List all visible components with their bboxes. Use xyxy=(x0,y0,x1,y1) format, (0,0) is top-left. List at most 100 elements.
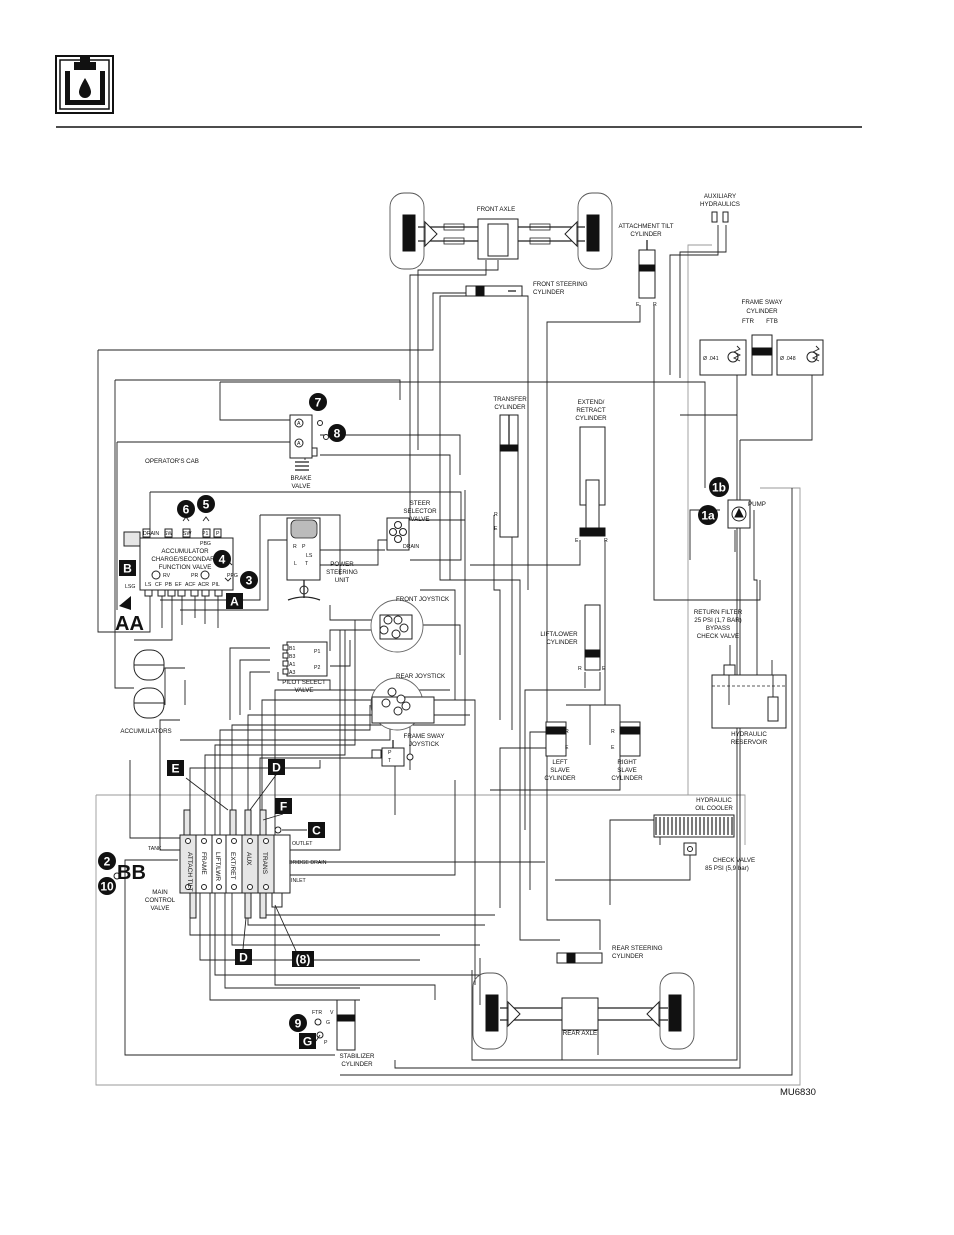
left-slave-r: R xyxy=(565,729,569,735)
pilot-a1: A1 xyxy=(289,662,295,668)
lift-lower-label-1: LIFT/LOWER xyxy=(540,631,578,638)
orifice-048-label: Ø .048 xyxy=(780,356,796,362)
callout-1a: 1a xyxy=(701,509,715,523)
oil-cooler-label-1: HYDRAULIC xyxy=(696,797,732,804)
right-slave-label-3: CYLINDER xyxy=(611,775,643,782)
right-slave-label-1: RIGHT xyxy=(617,759,636,766)
attachment-tilt-e: E xyxy=(636,302,640,308)
stab-g: G xyxy=(326,1020,330,1026)
oil-cooler-label-2: OIL COOLER xyxy=(695,805,733,812)
extend-label-2: RETRACT xyxy=(576,407,605,414)
hydraulic-system-icon xyxy=(55,55,114,114)
acc-acf-label: ACF xyxy=(185,582,195,588)
rear-axle-label: REAR AXLE xyxy=(563,1030,597,1037)
main-cv-label-3: VALVE xyxy=(150,905,169,912)
aux-hydraulics-label-2: HYDRAULICS xyxy=(700,201,740,208)
power-steering-label-2: STEERING xyxy=(326,569,358,576)
right-slave-e: E xyxy=(611,745,615,751)
section-aux: AUX xyxy=(245,852,252,866)
extend-label-1: EXTEND/ xyxy=(578,399,605,406)
svg-text:A: A xyxy=(297,421,301,427)
frame-sway-joystick-label-2: JOYSTICK xyxy=(409,741,440,748)
callout-10: 10 xyxy=(100,880,114,894)
stabilizer-label-2: CYLINDER xyxy=(341,1061,373,1068)
frame-sway-p: P xyxy=(388,750,392,756)
acc-valve-label-2: CHARGE/SECONDARY xyxy=(151,556,218,563)
operators-cab-label: OPERATOR'S CAB xyxy=(145,458,199,465)
rear-steering-label-2: CYLINDER xyxy=(612,953,644,960)
svg-text:P: P xyxy=(302,544,306,550)
callout-3: 3 xyxy=(246,574,253,588)
acc-ef-label: EF xyxy=(175,582,182,588)
callout-9: 9 xyxy=(295,1017,302,1031)
hydraulic-reservoir xyxy=(711,664,787,729)
reservoir-label-1: HYDRAULIC xyxy=(731,731,767,738)
frame-sway-cyl-label-1: FRAME SWAY xyxy=(742,299,783,306)
accumulators-label: ACCUMULATORS xyxy=(120,728,171,735)
return-filter-label-2: 25 PSI (1,7 BAR) xyxy=(694,617,741,624)
acc-lsg-label: LSG xyxy=(125,584,135,590)
callout-d-bottom: D xyxy=(239,951,248,965)
acc-cf-label: CF xyxy=(155,582,162,588)
callout-b: B xyxy=(123,562,132,576)
power-steering-label-1: POWER xyxy=(330,561,354,568)
section-ext-ret: EXT/RET xyxy=(229,852,236,879)
acc-ls-label: LS xyxy=(145,582,152,588)
callout-c: C xyxy=(312,824,321,838)
hydraulic-lines xyxy=(95,225,813,1086)
return-filter-label-4: CHECK VALVE xyxy=(697,633,739,640)
extend-label-3: CYLINDER xyxy=(575,415,607,422)
frame-sway-joystick-label-1: FRAME SWAY xyxy=(404,733,445,740)
acc-pb-label: PB xyxy=(165,582,172,588)
transfer-cylinder xyxy=(499,414,519,538)
check-valve-label-2: 85 PSI (5,9 bar) xyxy=(705,865,749,872)
steer-selector-drain: DRAIN xyxy=(403,544,419,550)
callout-8: 8 xyxy=(334,427,341,441)
pump-label: PUMP xyxy=(748,501,766,508)
svg-text:T: T xyxy=(305,561,309,567)
svg-text:LS: LS xyxy=(306,553,313,559)
frame-sway-ftb: FTB xyxy=(766,318,778,325)
section-lift-lower: LIFT/LWR xyxy=(214,852,221,881)
pilot-p2: P2 xyxy=(314,665,320,671)
transfer-r: R xyxy=(494,512,498,518)
stabilizer-label-1: STABILIZER xyxy=(340,1053,375,1060)
brake-valve: A A xyxy=(289,414,329,471)
slave-cylinders xyxy=(545,721,641,757)
front-steering-label-1: FRONT STEERING xyxy=(533,281,588,288)
pilot-select-valve xyxy=(282,641,328,677)
frame-sway-joystick xyxy=(371,740,414,767)
right-slave-r: R xyxy=(611,729,615,735)
steer-selector-label-1: STEER xyxy=(410,500,431,507)
frame-sway-cyl-label-2: CYLINDER xyxy=(746,308,778,315)
transfer-label-2: CYLINDER xyxy=(494,404,526,411)
callout-7: 7 xyxy=(315,396,322,410)
stab-v: V xyxy=(330,1010,334,1016)
left-slave-label-2: SLAVE xyxy=(550,767,570,774)
lift-lower-cylinder xyxy=(584,604,601,671)
front-steering-label-2: CYLINDER xyxy=(533,289,565,296)
extend-r: R xyxy=(604,538,608,544)
frame-sway-ftr: FTR xyxy=(742,318,755,325)
pilot-select-label-1: PILOT SELECT xyxy=(282,679,326,686)
callout-4: 4 xyxy=(219,553,226,567)
power-steering-label-3: UNIT xyxy=(335,577,350,584)
main-cv-label-2: CONTROL xyxy=(145,897,176,904)
rear-joystick xyxy=(370,677,435,731)
callout-1b: 1b xyxy=(712,481,726,495)
acc-rv-label: RV xyxy=(163,573,171,579)
auxiliary-hydraulics-ports xyxy=(711,211,729,223)
accumulators xyxy=(133,649,165,719)
acc-ppg-label: PPG xyxy=(227,573,238,579)
right-slave-label-2: SLAVE xyxy=(617,767,637,774)
stab-p: P xyxy=(324,1040,328,1046)
tank-label: TANK xyxy=(148,846,162,852)
attachment-tilt-label-1: ATTACHMENT TILT xyxy=(618,223,673,230)
frame-sway-cylinder xyxy=(699,334,824,376)
attachment-tilt-r: R xyxy=(653,302,657,308)
callout-bb: BB xyxy=(117,862,146,884)
acc-valve-label-3: FUNCTION VALVE xyxy=(159,564,212,571)
section-trans: TRANS xyxy=(261,852,268,875)
extend-e: E xyxy=(575,538,579,544)
